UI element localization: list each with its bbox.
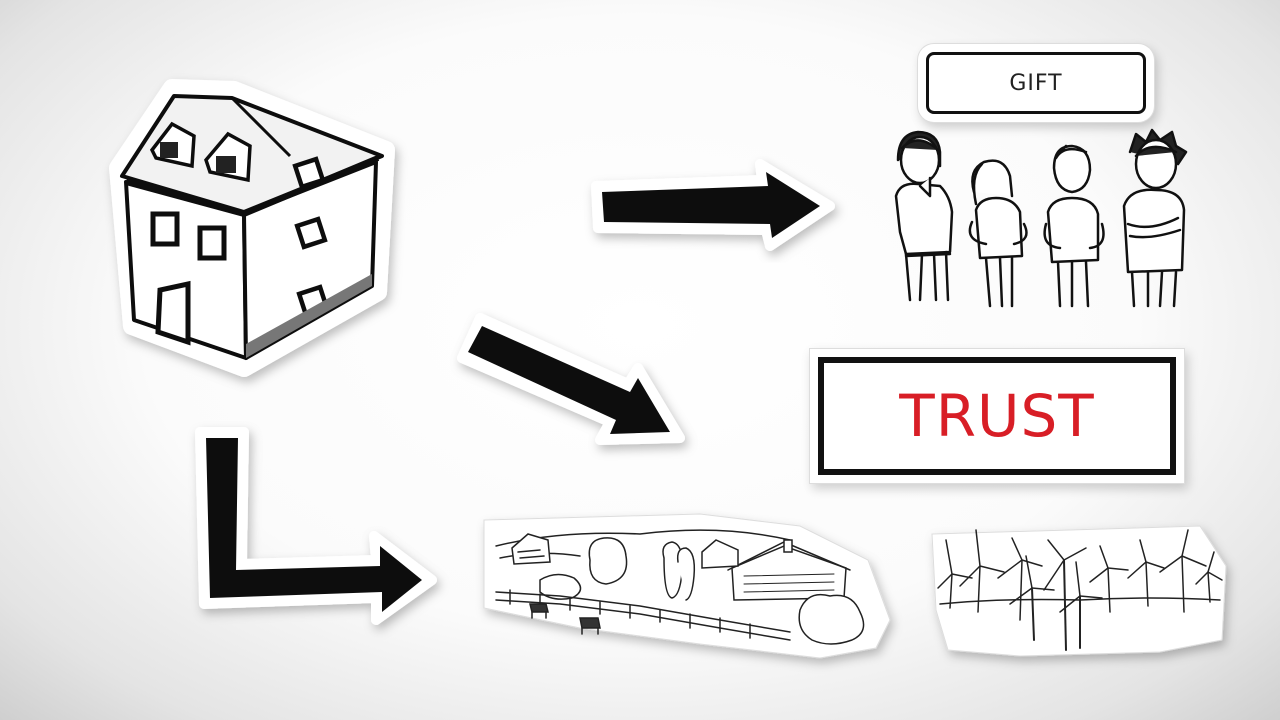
trust-label-box: TRUST	[818, 357, 1176, 475]
person-2	[968, 159, 1028, 308]
wind-turbine	[1059, 561, 1103, 649]
gift-label-box: GIFT	[926, 52, 1146, 114]
wind-turbine	[1089, 545, 1129, 613]
person-3	[1043, 144, 1105, 308]
wind-turbine	[997, 537, 1043, 621]
gift-label: GIFT	[1009, 70, 1063, 96]
arrow-elbow-icon	[195, 427, 437, 625]
arrow-right-icon	[591, 159, 835, 251]
person-4	[1122, 128, 1188, 308]
wind-farm-icon	[931, 525, 1227, 657]
wind-turbine	[959, 529, 1005, 613]
wind-turbine	[1009, 555, 1055, 641]
people-group-icon	[894, 128, 1188, 308]
arrow-diagonal-icon	[457, 313, 685, 445]
building-icon	[109, 79, 395, 377]
wind-turbine	[1127, 539, 1165, 607]
person-1	[894, 130, 954, 302]
wind-turbine	[1159, 529, 1207, 613]
trust-label: TRUST	[899, 382, 1095, 450]
wind-turbine	[1043, 539, 1087, 651]
countryside-farm-icon	[483, 513, 891, 659]
wind-turbine	[1195, 551, 1223, 603]
